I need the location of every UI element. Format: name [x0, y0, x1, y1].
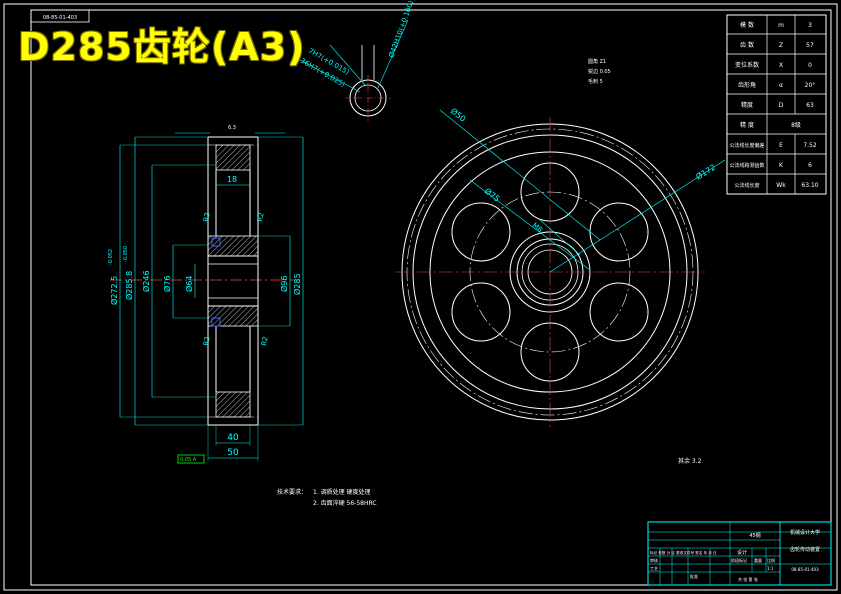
param-sym-1: Z	[779, 42, 783, 49]
param-val-2: 0	[808, 62, 812, 69]
param-name-6: 公法线长度偏差	[729, 142, 764, 149]
param-val-6: 7.52	[803, 142, 817, 149]
tb-scale-value: 1:1	[767, 566, 774, 571]
sheet-border-outer	[3, 3, 838, 591]
title-block: 45钢 机械设计大学 齿轮传动装置 08-85-01-403 标记 处数 分 区…	[647, 521, 832, 586]
param-name-5: 精 度	[740, 121, 754, 129]
dim-face-width: 50	[227, 448, 239, 458]
param-sym-6: E	[779, 142, 783, 149]
param-val-5: 8级	[791, 121, 801, 129]
code-box	[30, 9, 90, 23]
param-name-8: 公法线长度	[734, 182, 759, 189]
param-sym-0: m	[778, 22, 784, 29]
param-name-4: 精度	[741, 101, 753, 109]
tb-material: 45钢	[749, 532, 760, 539]
fillet-r2-d: R2	[260, 336, 269, 347]
tech-req-label: 技术要求：	[277, 488, 307, 496]
tb-row-1: 标记 处数 分 区 更改文件号 签名 年 月 日	[650, 550, 717, 555]
tb-weight: 重量	[754, 557, 762, 563]
dim-rim-width: 18	[227, 175, 237, 184]
param-val-3: 20°	[805, 82, 816, 89]
tb-sheets: 共 张 第 张	[738, 576, 758, 582]
dim-outer-right: Ø285	[292, 273, 302, 295]
param-name-2: 变位系数	[735, 61, 759, 69]
param-name-3: 齿形角	[738, 81, 756, 89]
gdt-frame-text: 0.05 A	[180, 457, 197, 463]
gdt-frame	[177, 454, 205, 464]
spline-detail: 7H7(+0.015) 36H7(+0.025) Ø42H10(+0.100) …	[299, 0, 611, 121]
param-val-8: 63.10	[801, 182, 818, 189]
material-note: 其余 3.2	[678, 457, 702, 465]
front-view: Ø50 Ø75 M8 Ø172	[395, 106, 726, 427]
tb-stage: 阶段标记	[731, 557, 747, 563]
param-sym-8: Wk	[776, 182, 786, 189]
section-view: Ø285.8 -0.050 Ø272.5 -0.052 Ø246 Ø76 Ø64…	[108, 125, 304, 464]
dim-front-pitch: Ø75	[483, 186, 502, 204]
tb-row-approve: 批准	[690, 573, 698, 579]
tb-school: 机械设计大学	[790, 529, 820, 536]
dim-root-tolerance: -0.052	[108, 249, 114, 265]
tech-req-line1: 1. 调质处理 硬度处理	[313, 488, 371, 496]
spline-note-1: 圆角 Z1	[588, 58, 606, 65]
param-val-0: 3	[808, 22, 812, 29]
dim-front-outer: Ø172	[694, 162, 718, 182]
code-box-text: 08-85-01-403	[43, 15, 77, 21]
fillet-r2-a: R2	[202, 212, 211, 223]
dim-hub-width: 40	[227, 433, 239, 443]
tech-req-line2: 2. 齿面淬硬 56-58HRC	[313, 499, 377, 507]
tb-part-name: 齿轮传动装置	[790, 546, 820, 553]
spline-note-2: 锐边 0.05	[588, 68, 611, 75]
spline-note-3: 毛刺 5	[588, 78, 603, 85]
spline-fit-3: Ø42H10(+0.100)	[387, 0, 415, 59]
dim-tip-diameter: Ø285.8	[124, 271, 134, 300]
param-sym-2: X	[779, 62, 783, 69]
dim-bore: Ø64	[184, 276, 194, 292]
tb-row-process: 工艺	[650, 566, 658, 571]
tb-code: 08-85-01-403	[791, 567, 819, 572]
dim-front-key: M8	[531, 221, 544, 234]
param-sym-4: D	[779, 102, 784, 109]
dim-tip-tolerance: -0.050	[123, 246, 129, 262]
tb-row-review: 审核	[650, 557, 658, 563]
param-name-1: 齿 数	[740, 41, 754, 49]
dim-hub-right: Ø96	[279, 276, 289, 292]
param-sym-3: α	[779, 82, 783, 89]
tb-scale: 比例	[767, 557, 775, 563]
param-val-7: 6	[808, 162, 812, 169]
param-name-0: 模 数	[740, 21, 754, 29]
dim-web-outer: Ø246	[141, 270, 151, 292]
param-val-1: 57	[806, 42, 814, 49]
dim-front-holes: Ø50	[449, 106, 468, 124]
dim-hub-outer: Ø76	[162, 276, 172, 292]
dim-root-diameter: Ø272.5	[109, 276, 119, 305]
tb-row-design: 设计	[737, 549, 747, 556]
param-name-7: 公法线跨测齿数	[729, 162, 764, 169]
fillet-r2-b: R2	[256, 212, 265, 223]
param-val-4: 63	[806, 102, 814, 109]
surface-finish: 6.3	[228, 125, 236, 131]
param-sym-7: K	[779, 162, 784, 169]
drawing-title: D285齿轮(A3)	[18, 25, 306, 69]
fillet-r2-c: R2	[202, 336, 211, 347]
param-table: 模 数 m 3 齿 数 Z 57 变位系数 X 0 齿形角 α 20° 精度 D…	[726, 14, 827, 195]
sheet-border-inner	[30, 9, 832, 586]
